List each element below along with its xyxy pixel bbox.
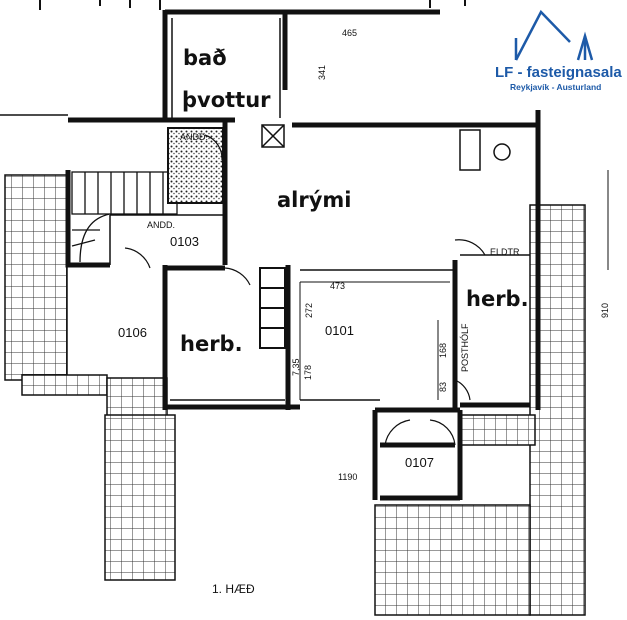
room-label-bath: bað (183, 46, 227, 70)
room-label-living: alrými (277, 188, 352, 212)
dimension-1190: 1190 (338, 472, 358, 482)
annotation-andd-lower: ANDD. (147, 220, 176, 230)
unit-0107: 0107 (405, 455, 434, 470)
unit-0101: 0101 (325, 323, 354, 338)
dimension-83: 83 (438, 381, 448, 392)
top-edge-marks (39, 0, 466, 10)
walls (65, 9, 541, 501)
room-label-bedroom-right: herb. (466, 287, 529, 311)
staircase (71, 171, 178, 263)
annotation-andd-upper: ANDD. (180, 132, 209, 142)
dimension-178: 178 (303, 364, 313, 380)
logo-tagline: Reykjavík - Austurland (510, 82, 602, 92)
dimension-735: 7,35 (291, 358, 301, 376)
dimension-341: 341 (317, 64, 327, 80)
interior-lines (0, 18, 530, 401)
floor-title: 1. HÆÐ (212, 582, 255, 596)
logo-house-icon (514, 9, 594, 61)
dimension-168: 168 (438, 342, 448, 358)
dimension-465: 465 (342, 28, 358, 38)
annotation-posthólf: POSTHÓLF (460, 323, 470, 372)
tiled-terraces (4, 174, 586, 616)
annotation-eldtr: ELDTR (490, 247, 520, 257)
dimension-473: 473 (330, 281, 346, 291)
logo-name: LF - fasteignasala (495, 64, 622, 81)
room-label-laundry: þvottur (182, 88, 271, 112)
dimension-272: 272 (304, 302, 314, 318)
room-label-bedroom-left: herb. (180, 332, 243, 356)
door-swings (124, 134, 486, 446)
dimension-lines (299, 170, 609, 400)
dimension-910: 910 (600, 302, 610, 318)
unit-0106: 0106 (118, 325, 147, 340)
unit-0103: 0103 (170, 234, 199, 249)
shelving (259, 267, 286, 349)
